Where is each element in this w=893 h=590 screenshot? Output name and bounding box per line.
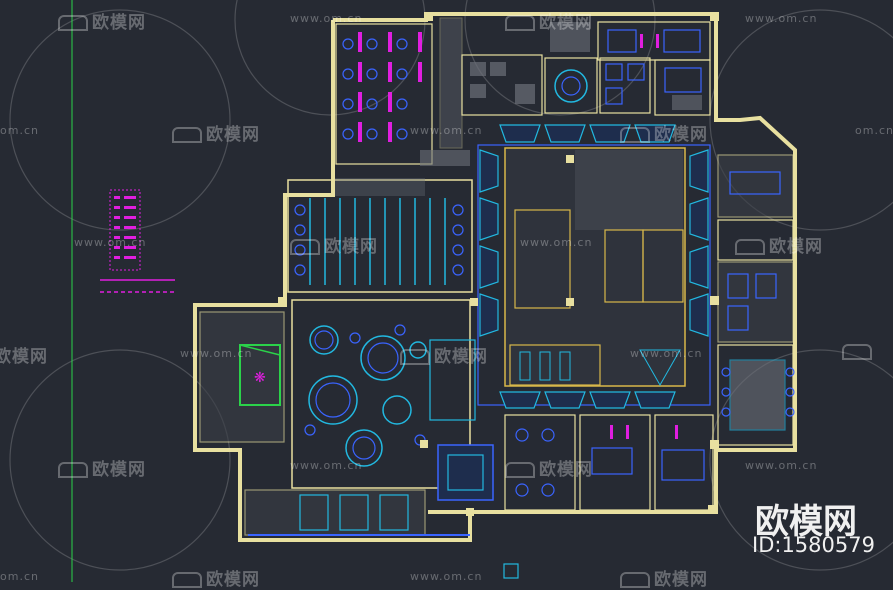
room-bottom-strip	[244, 489, 470, 536]
room-balcony-left: ❋	[199, 311, 285, 443]
watermark-url: www.om.cn	[630, 347, 703, 360]
watermark-url: www.om.cn	[180, 347, 253, 360]
watermark-logo: 欧模网	[58, 8, 146, 33]
watermark-logo	[842, 342, 876, 362]
watermark-logo: 欧模网	[505, 455, 593, 480]
watermark-url: www.om.cn	[745, 12, 818, 25]
watermark-url: www.om.cn	[745, 459, 818, 472]
brand-logo-text: 欧模网	[755, 502, 857, 542]
watermark-url: om.cn	[0, 124, 39, 137]
watermark-logo-fragment: 欧模网	[0, 347, 48, 367]
svg-text:❋: ❋	[254, 370, 266, 386]
watermark-logo: 欧模网	[505, 8, 593, 33]
watermark-logo: 欧模网	[172, 120, 260, 145]
north-symbol	[503, 563, 519, 579]
watermark-logo: 欧模网	[290, 232, 378, 257]
outer-walls	[193, 12, 797, 542]
rooms-bottom	[429, 339, 714, 511]
central-corridor	[477, 124, 711, 409]
room-kitchen-top	[439, 17, 651, 149]
watermark-url: www.om.cn	[290, 459, 363, 472]
room-bedroom-topright	[597, 21, 711, 116]
legend-block	[100, 189, 175, 293]
watermark-url: www.om.cn	[290, 12, 363, 25]
room-dining-topleft	[335, 23, 470, 166]
watermark-url: www.om.cn	[410, 124, 483, 137]
watermark-logo: 欧模网	[58, 455, 146, 480]
watermark-logo: 欧模网	[172, 565, 260, 590]
rooms-right	[717, 154, 795, 446]
watermark-logo: 欧模网	[400, 342, 488, 367]
watermark-url: om.cn	[855, 124, 893, 137]
watermark-url: www.om.cn	[520, 236, 593, 249]
watermark-logo: 欧模网	[620, 120, 708, 145]
central-core	[504, 147, 686, 387]
room-theater	[287, 178, 473, 293]
wall-columns	[278, 12, 719, 516]
model-id-label: ID:1580579	[752, 533, 875, 557]
watermark-url: om.cn	[0, 570, 39, 583]
watermark-logo: 欧模网	[620, 565, 708, 590]
watermark-url: www.om.cn	[410, 570, 483, 583]
watermark-url: www.om.cn	[74, 236, 147, 249]
watermark-logo: 欧模网	[735, 232, 823, 257]
room-lounge	[291, 299, 471, 489]
